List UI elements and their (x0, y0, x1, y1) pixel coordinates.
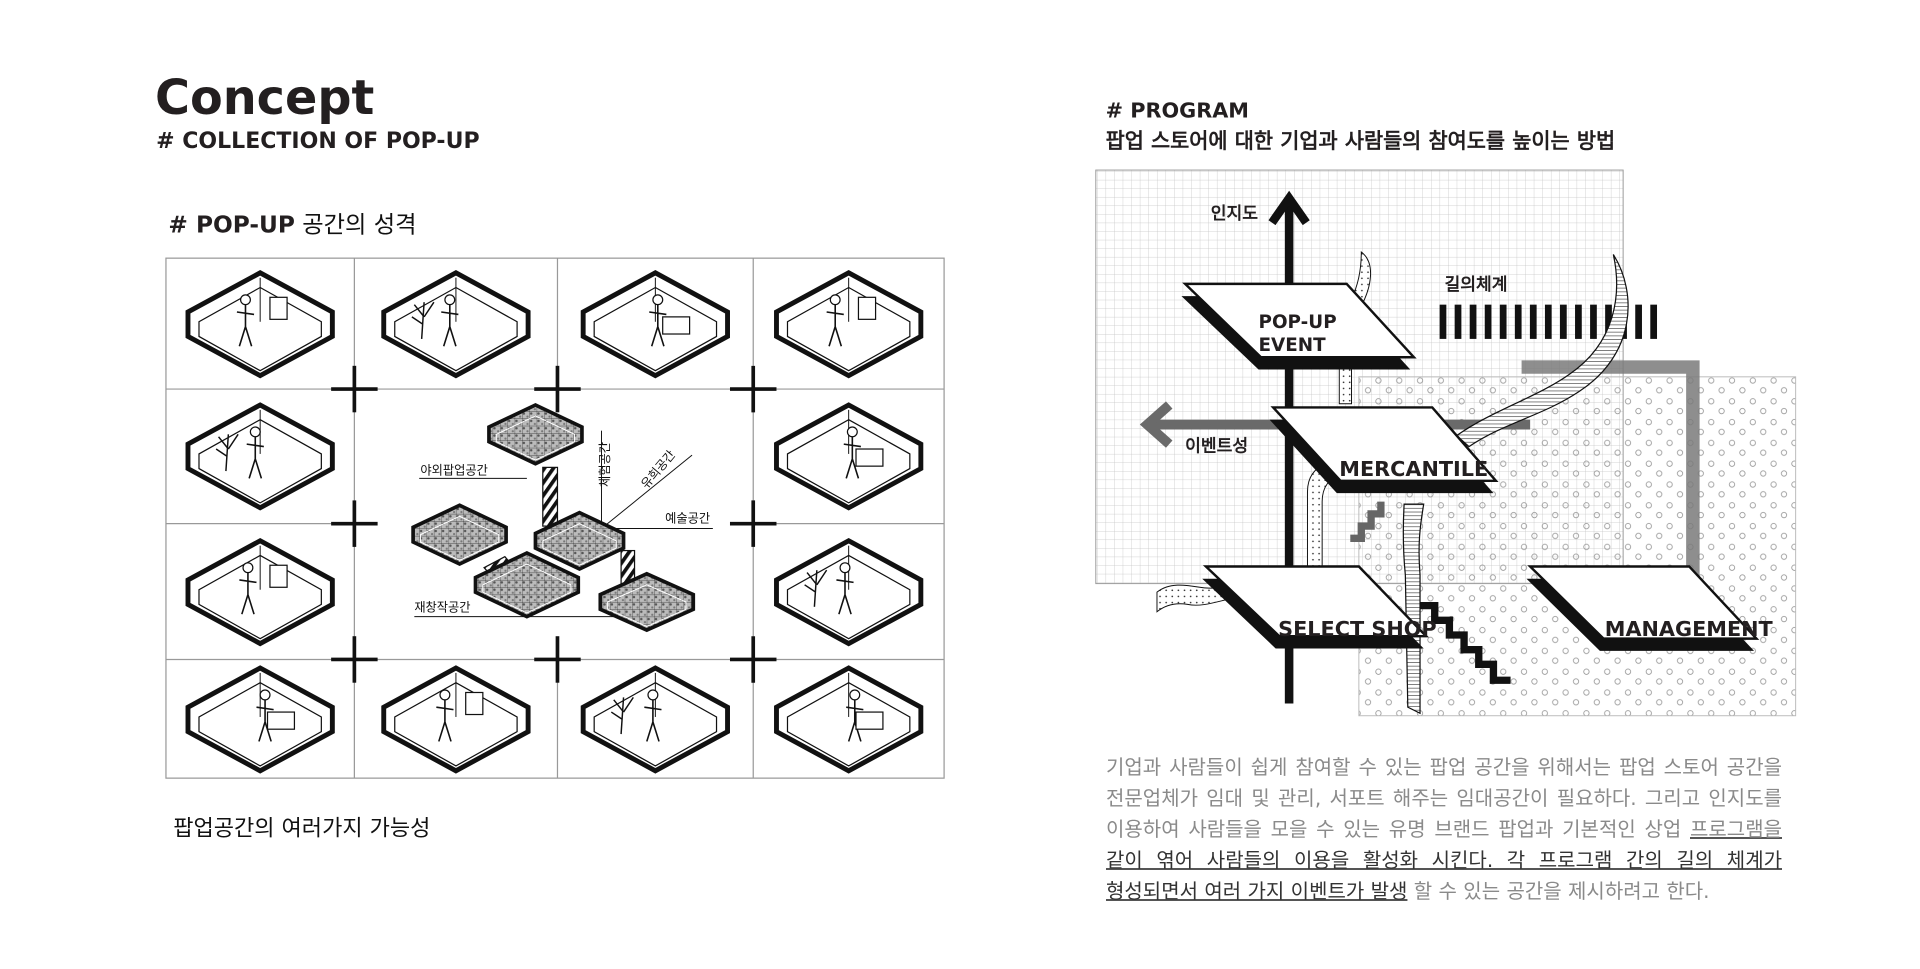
path-bar (1454, 304, 1462, 339)
plant-and-seated-person-icon (381, 270, 531, 379)
path-bar (1605, 304, 1612, 339)
textured-space-module (598, 571, 696, 633)
axis-label-eventness: 이벤트성 (1185, 436, 1248, 456)
crosshair-mark (729, 365, 777, 413)
label-path-system: 길의체계 (1445, 274, 1508, 295)
description-text: 이용하여 사람들을 모을 수 있는 유명 브랜드 팝업과 기본적인 상업 (1106, 817, 1690, 841)
section-heading: # POP-UP 공간의 성격 (168, 211, 416, 238)
path-bar (1559, 304, 1567, 339)
path-bar (1529, 304, 1537, 339)
textured-space-module (533, 510, 626, 571)
path-bar (1439, 304, 1447, 339)
crosshair-mark (534, 365, 581, 413)
plate-label-mercantile: MERCANTILE (1339, 457, 1488, 481)
path-bar (1514, 304, 1522, 339)
striped-ribbon-lower (1402, 503, 1425, 715)
center-composite-diagram (411, 402, 713, 633)
people-conversing-icon (580, 665, 730, 774)
label-recreation: 재창작공간 (414, 601, 470, 615)
grid-crosses (331, 365, 777, 683)
description-line-emphasis: 같이 엮어 사람들의 이용을 활성화 시킨다. 각 프로그램 간의 길의 체계가 (1106, 848, 1782, 872)
description-emphasis: 형성되면서 여러 가지 이벤트가 발생 (1106, 879, 1408, 903)
page-subtitle: # COLLECTION OF POP-UP (156, 129, 479, 154)
textured-space-module (411, 503, 508, 567)
painter-at-easel-icon (774, 270, 924, 379)
plate-label-popup-line1: POP-UP (1259, 312, 1337, 333)
palm-and-dancer-icon (774, 537, 924, 647)
crosshair-mark (534, 636, 581, 683)
section-heading-rest: 공간의 성격 (295, 211, 417, 238)
left-caption: 팝업공간의 여러가지 가능성 (173, 817, 430, 842)
path-bar (1575, 304, 1582, 339)
description-text: 할 수 있는 공간을 제시하려고 한다. (1407, 879, 1710, 903)
plate-label-popup-line2: EVENT (1259, 335, 1327, 356)
path-bar (1484, 304, 1492, 339)
path-bar (1635, 304, 1642, 339)
crosshair-mark (331, 365, 378, 413)
striped-ribbon-upper (1455, 254, 1629, 448)
program-diagram (1095, 169, 1797, 717)
crosshair-mark (331, 500, 378, 547)
label-outdoor-popup: 야외팝업공간 (420, 464, 487, 478)
path-bar (1499, 304, 1507, 339)
label-experience: 체험공간 (598, 442, 612, 487)
path-bar (1544, 304, 1552, 339)
plate-mercantile (1269, 406, 1499, 494)
crosshair-mark (729, 500, 777, 547)
path-bar (1650, 304, 1658, 339)
cabinet-with-plants-icon (185, 537, 335, 647)
program-subtitle: 팝업 스토어에 대한 기업과 사람들의 참여도를 높이는 방법 (1106, 129, 1616, 153)
description-line: 이용하여 사람들을 모을 수 있는 유명 브랜드 팝업과 기본적인 상업 프로그… (1106, 814, 1782, 845)
person-cooking-icon (185, 402, 335, 511)
person-crafting-icon (185, 665, 335, 774)
section-heading-hash: # POP-UP (168, 211, 295, 238)
textured-space-module (487, 402, 584, 466)
dancer-with-pedestal-icon (774, 665, 924, 774)
program-description: 기업과 사람들이 쉽게 참여할 수 있는 팝업 공간을 위해서는 팝업 스토어 … (1106, 752, 1782, 907)
label-art: 예술공간 (665, 511, 710, 525)
path-system-bars (1439, 304, 1658, 339)
plate-popup-event (1181, 282, 1417, 370)
page-title: Concept (155, 71, 374, 126)
person-reading-at-desk-icon (580, 270, 730, 379)
person-and-sofa-icon (774, 402, 924, 511)
crosshair-mark (331, 636, 378, 683)
description-line: 기업과 사람들이 쉽게 참여할 수 있는 팝업 공간을 위해서는 팝업 스토어 … (1106, 755, 1782, 779)
gray-stairs-icon (1350, 501, 1385, 543)
label-play: 유희공간 (638, 448, 678, 491)
program-title: # PROGRAM (1106, 98, 1249, 122)
plate-label-management: MANAGEMENT (1605, 617, 1774, 641)
path-bar (1590, 304, 1597, 339)
plate-management (1526, 565, 1760, 651)
path-bar (1469, 304, 1477, 339)
person-with-poster-icon (185, 270, 335, 379)
plate-label-select-shop: SELECT SHOP (1278, 617, 1437, 641)
description-line: 형성되면서 여러 가지 이벤트가 발생 할 수 있는 공간을 제시하려고 한다. (1106, 876, 1782, 907)
person-with-plants-icon (381, 665, 531, 774)
crosshair-mark (729, 636, 777, 683)
black-stairs-icon (1420, 601, 1511, 684)
description-underlined: 프로그램을 (1690, 817, 1782, 841)
axis-label-awareness: 인지도 (1211, 204, 1258, 224)
plate-select-shop (1202, 565, 1430, 649)
popup-hexagon-cells (185, 270, 924, 774)
description-line: 전문업체가 임대 및 관리, 서포트 해주는 임대공간이 필요하다. 그리고 인… (1106, 786, 1782, 810)
textured-space-module (473, 550, 581, 619)
